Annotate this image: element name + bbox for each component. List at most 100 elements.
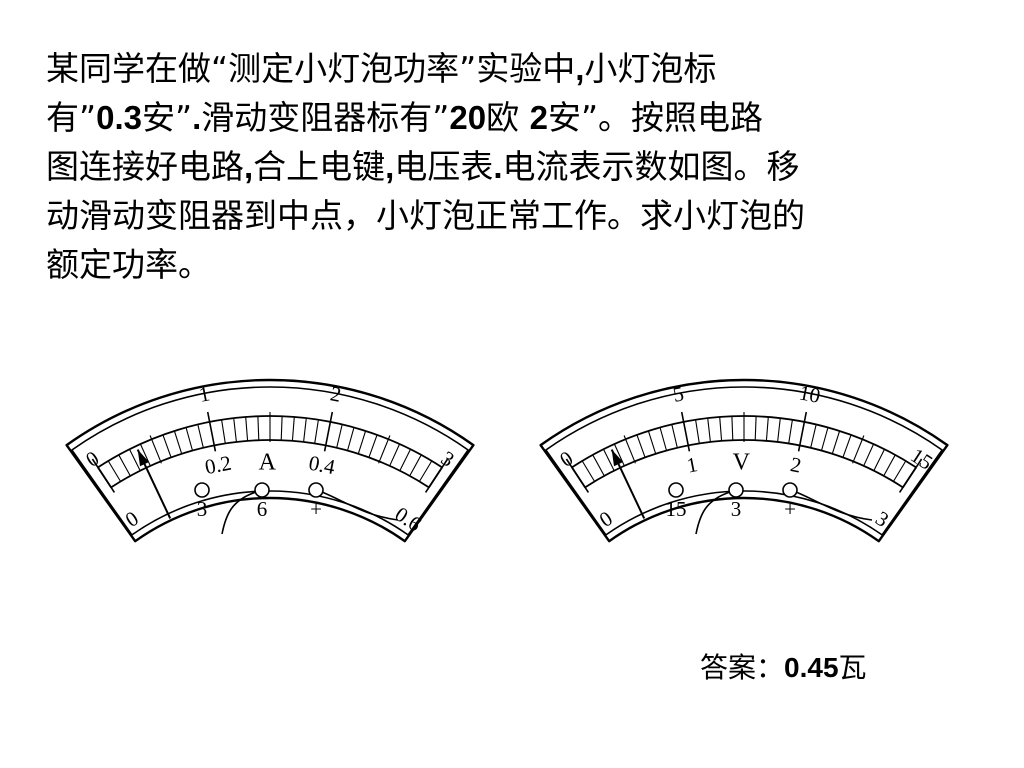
scale-tick (719, 416, 723, 441)
inner-scale-label: 0.2 (203, 451, 233, 480)
problem-text-segment: 滑动变阻器标有” (201, 98, 450, 137)
scale-tick (695, 419, 700, 444)
scale-tick (852, 435, 865, 464)
inner-scale-label: 2 (788, 452, 803, 478)
wire (695, 491, 731, 535)
scale-tick (810, 424, 817, 448)
unit-symbol: A (259, 450, 277, 476)
meter-case-inner (71, 386, 469, 536)
scale-tick (765, 416, 769, 441)
scale-tick (368, 434, 378, 458)
wire (321, 491, 399, 521)
problem-text-segment: 有” (46, 98, 97, 137)
scale-tick (303, 418, 307, 442)
scale-tick (754, 416, 757, 441)
scale-tick (162, 434, 172, 458)
scale-tick (314, 419, 319, 444)
problem-text-segment: . (493, 148, 503, 185)
scale-tick (91, 458, 116, 493)
problem-text-segment: 某同学在做“测定小灯泡功率”实验中 (46, 49, 576, 88)
outer-scale-label: 15 (906, 443, 937, 475)
scale-tick (233, 418, 237, 442)
outer-scale-label: 10 (797, 380, 822, 408)
scale-tick (603, 448, 615, 471)
problem-text-segment: 电压表 (394, 147, 494, 186)
terminal-post (668, 482, 684, 498)
meter-case-inner (545, 386, 943, 536)
problem-text-segment: 电流表示数如图。移 (502, 147, 800, 186)
problem-text-segment: 2 (529, 99, 548, 136)
scale-tick (647, 430, 657, 454)
scale-tick (898, 458, 923, 493)
problem-line: 图连接好电路,合上电键,电压表.电流表示数如图。移 (46, 142, 1001, 191)
scale-tick (185, 427, 194, 451)
scale-tick (197, 424, 204, 448)
scale-tick (323, 411, 334, 452)
problem-text-segment: 额定功率。 (46, 245, 211, 284)
scale-tick (842, 434, 852, 458)
scale-tick (346, 427, 355, 451)
problem-text-segment: , (385, 148, 395, 185)
terminal-label: 3 (731, 497, 742, 521)
meter-case-outer (65, 378, 475, 543)
terminal-post (782, 482, 798, 498)
problem-text-segment: , (575, 50, 585, 87)
answer: 答案：0.45瓦 (700, 646, 867, 686)
answer-value: 0.45 (784, 652, 839, 683)
scale-tick (873, 448, 885, 471)
outer-scale-label: 2 (328, 381, 343, 407)
scale-tick (892, 460, 907, 482)
scale-tick (623, 435, 636, 464)
answer-prefix: 答案： (700, 651, 785, 684)
inner-scale-label: 0 (595, 506, 617, 532)
meter-case-outer (539, 378, 949, 543)
problem-text-segment: , (244, 148, 254, 185)
problem-text: 某同学在做“测定小灯泡功率”实验中,小灯泡标有”0.3安”.滑动变阻器标有”20… (46, 44, 1001, 289)
terminal-label: 3 (197, 497, 208, 521)
scale-tick (418, 460, 433, 482)
scale-tick (659, 427, 668, 451)
problem-text-segment: . (192, 99, 202, 136)
problem-text-segment: 0.3 (96, 99, 142, 136)
problem-text-segment: 小灯泡标 (584, 49, 717, 88)
problem-text-segment: 安”。按照电路 (547, 98, 764, 137)
problem-text-segment: 安” (141, 98, 193, 137)
problem-text-segment: 欧 (486, 98, 530, 137)
scale-tick (378, 435, 391, 464)
scale-tick (820, 427, 829, 451)
scale-tick (357, 430, 367, 454)
inner-scale-label: 1 (685, 452, 700, 478)
answer-unit: 瓦 (838, 651, 867, 684)
unit-symbol: V (733, 450, 751, 476)
terminal-label: 15 (666, 497, 687, 521)
terminal-label: + (784, 497, 796, 521)
terminal-post (194, 482, 210, 498)
scale-tick (399, 448, 411, 471)
scale-tick (206, 411, 217, 452)
problem-text-segment: 动滑动变阻器到中点，小灯泡正常工作。求小灯泡的 (46, 196, 805, 235)
scale-tick (788, 419, 793, 444)
problem-line: 有”0.3安”.滑动变阻器标有”20欧 2安”。按照电路 (46, 93, 1001, 142)
wire (221, 491, 257, 535)
problem-line: 动滑动变阻器到中点，小灯泡正常工作。求小灯泡的 (46, 191, 1001, 240)
scale-tick (129, 448, 141, 471)
terminal-post (308, 482, 324, 498)
scale-tick (389, 443, 401, 467)
scale-tick (221, 419, 226, 444)
scale-tick (173, 430, 183, 454)
scale-tick (680, 411, 691, 452)
scale-tick (291, 416, 295, 441)
terminal-post (728, 482, 744, 498)
scale-tick (671, 424, 678, 448)
problem-line: 额定功率。 (46, 240, 1001, 289)
scale-tick (257, 416, 260, 441)
scale-tick (424, 458, 449, 493)
scale-tick (149, 435, 162, 464)
scale-tick (409, 454, 422, 477)
inner-scale-label: 3 (871, 506, 893, 532)
scale-tick (336, 424, 343, 448)
meter-needle-head (611, 449, 624, 467)
scale-tick (863, 443, 875, 467)
scale-tick (280, 416, 283, 441)
